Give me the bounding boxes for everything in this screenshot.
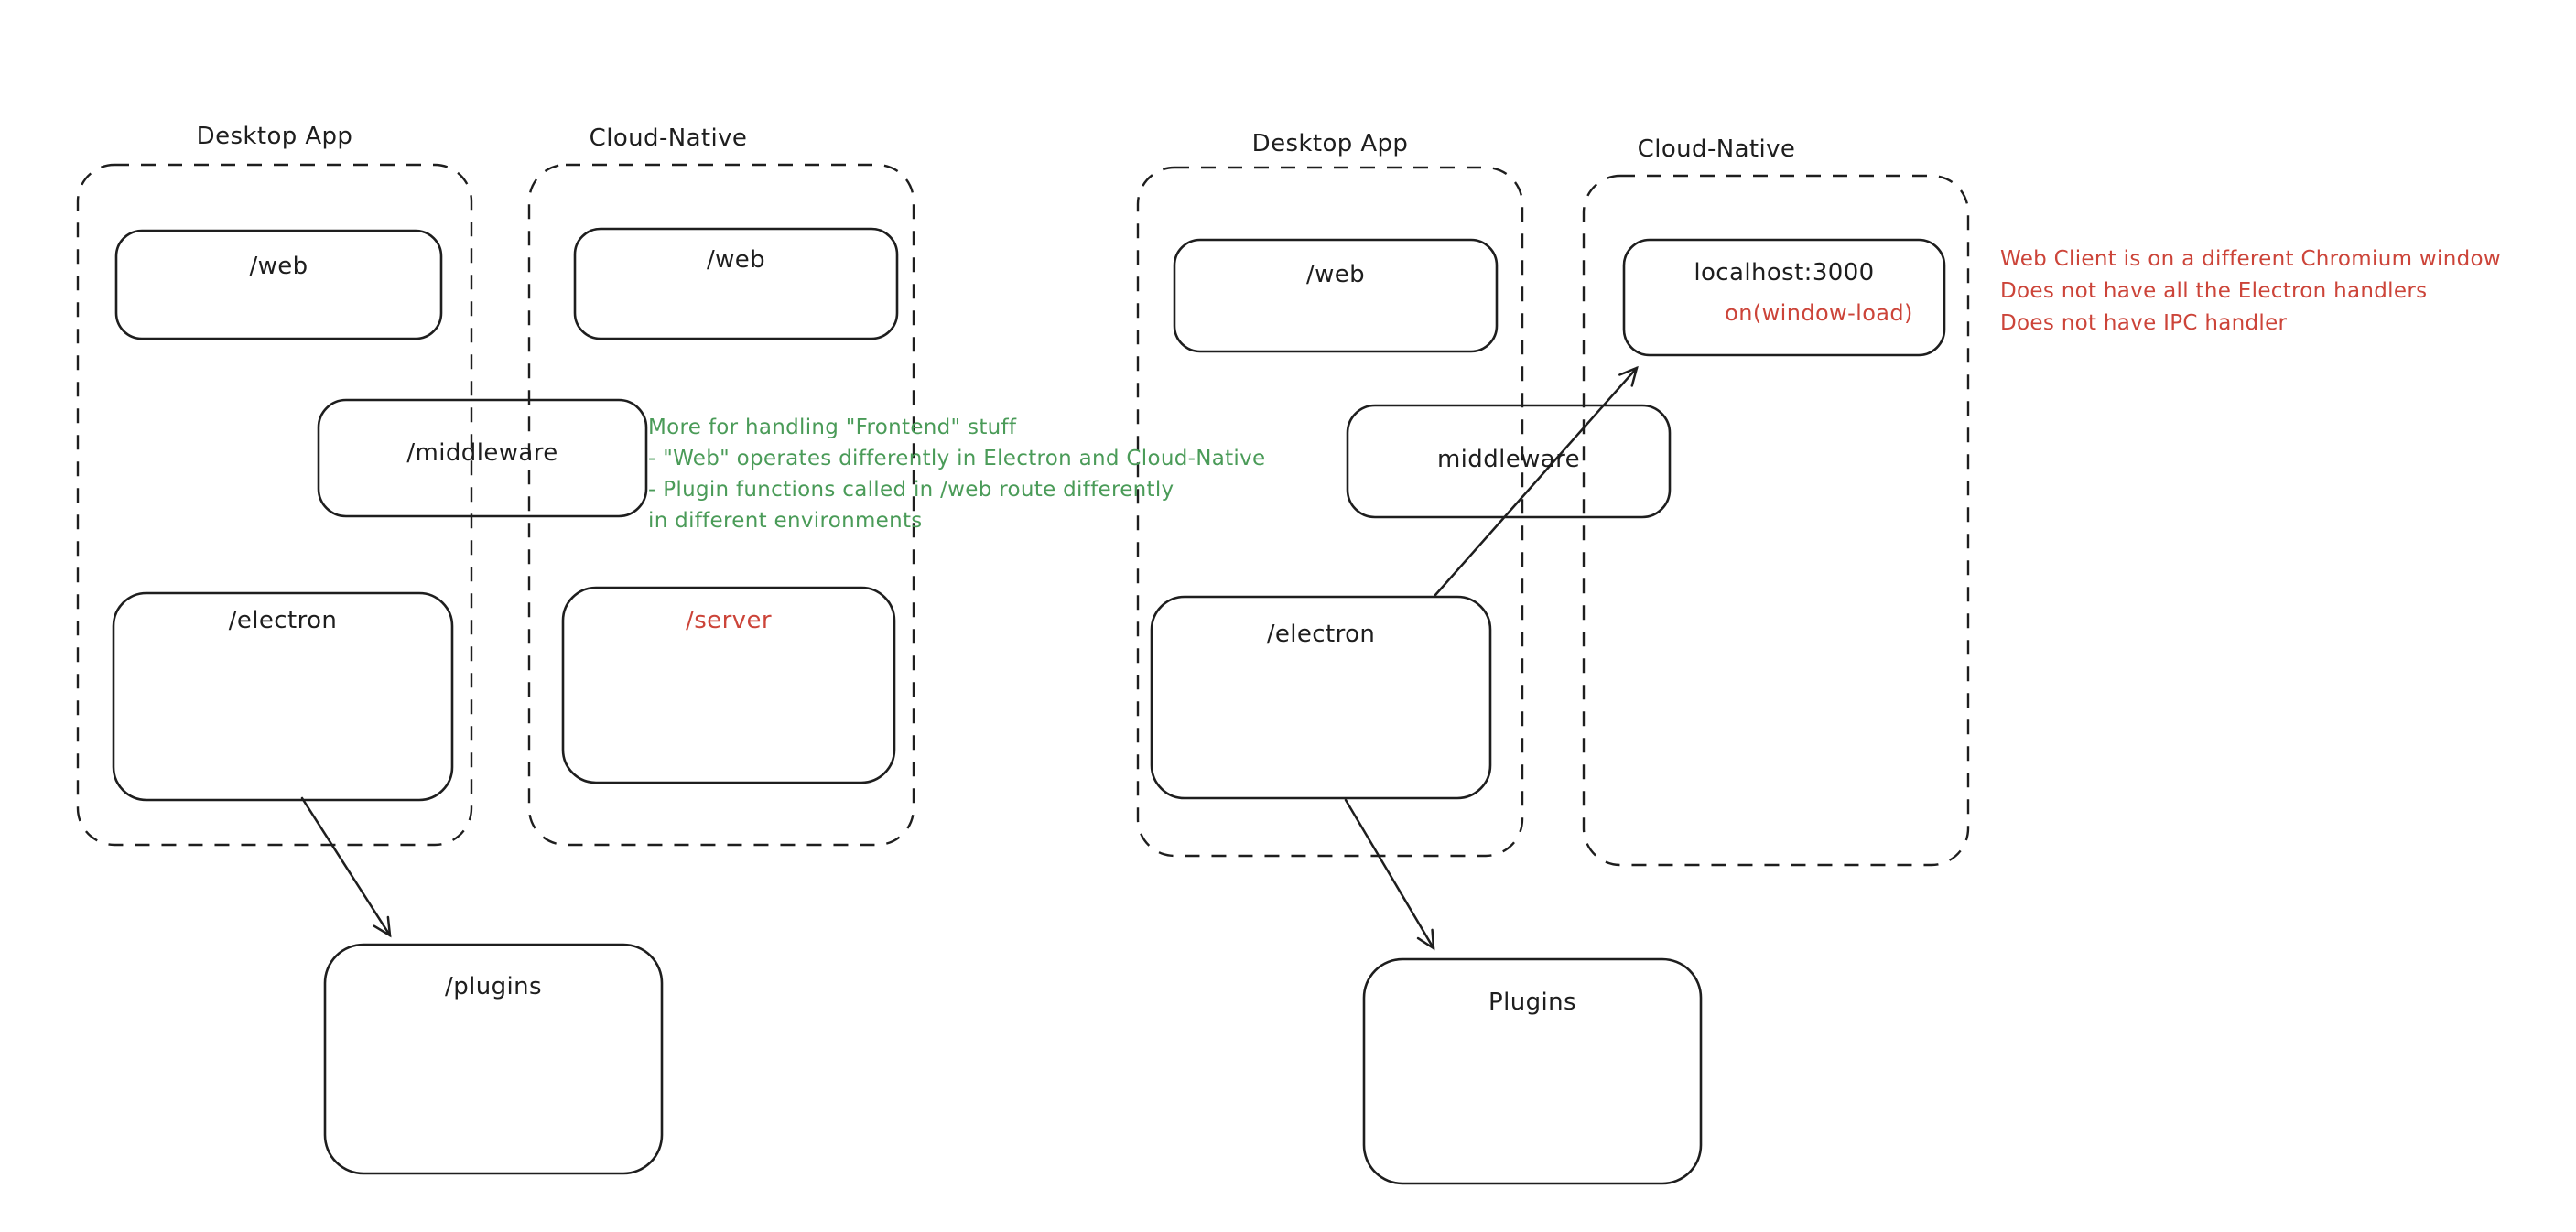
box-label-electron-left: /electron <box>228 607 338 634</box>
arrow-electron-to-plugins-right <box>1344 798 1435 951</box>
box-web-cloud-left <box>573 227 899 340</box>
red-note-line: Web Client is on a different Chromium wi… <box>2000 247 2501 271</box>
arrow-electron-to-localhost-right <box>1434 365 1639 597</box>
box-middleware-left <box>317 398 648 518</box>
box-label-plugins-right: Plugins <box>1488 989 1576 1016</box>
box-label-web-cloud-left: /web <box>706 246 766 274</box>
box-electron-right <box>1150 595 1492 800</box>
box-middleware-right <box>1346 404 1672 519</box>
green-note: More for handling "Frontend" stuff - "We… <box>648 412 1265 536</box>
box-label-web-desktop-right: /web <box>1305 261 1366 288</box>
red-note-line: Does not have IPC handler <box>2000 311 2288 335</box>
box-web-desktop-right <box>1173 238 1499 353</box>
box-label-plugins-left: /plugins <box>445 973 542 1000</box>
box-label-localhost-right: localhost:3000 <box>1694 259 1875 286</box>
green-note-line: in different environments <box>648 509 923 533</box>
box-label-window-load-right: on(window-load) <box>1725 300 1913 326</box>
container-label-desktop-left: Desktop App <box>196 123 353 150</box>
arrow-electron-to-plugins-left <box>300 796 392 938</box>
container-label-cloud-right: Cloud-Native <box>1637 135 1796 163</box>
box-label-middleware-left: /middleware <box>406 439 558 467</box>
box-label-server-left: /server <box>686 607 772 634</box>
box-plugins-right <box>1362 957 1703 1185</box>
green-note-line: - Plugin functions called in /web route … <box>648 478 1174 502</box>
container-desktop-left <box>76 163 473 847</box>
box-plugins-left <box>323 943 664 1175</box>
container-desktop-right <box>1136 166 1524 858</box>
container-label-desktop-right: Desktop App <box>1251 130 1409 157</box>
green-note-line: - "Web" operates differently in Electron… <box>648 447 1266 470</box>
green-note-line: More for handling "Frontend" stuff <box>648 416 1017 439</box>
box-label-electron-right: /electron <box>1266 621 1376 648</box>
red-note: Web Client is on a different Chromium wi… <box>2000 243 2501 340</box>
box-label-middleware-right: middleware <box>1436 446 1581 473</box>
box-electron-left <box>112 591 454 802</box>
container-cloud-left <box>527 163 915 847</box>
box-web-desktop-left <box>114 229 443 340</box>
box-label-web-desktop-left: /web <box>249 253 308 280</box>
container-label-cloud-left: Cloud-Native <box>589 124 748 152</box>
container-cloud-right <box>1582 174 1970 867</box>
box-localhost-right <box>1622 238 1946 357</box>
red-note-line: Does not have all the Electron handlers <box>2000 279 2428 303</box>
box-server-left <box>561 586 896 784</box>
